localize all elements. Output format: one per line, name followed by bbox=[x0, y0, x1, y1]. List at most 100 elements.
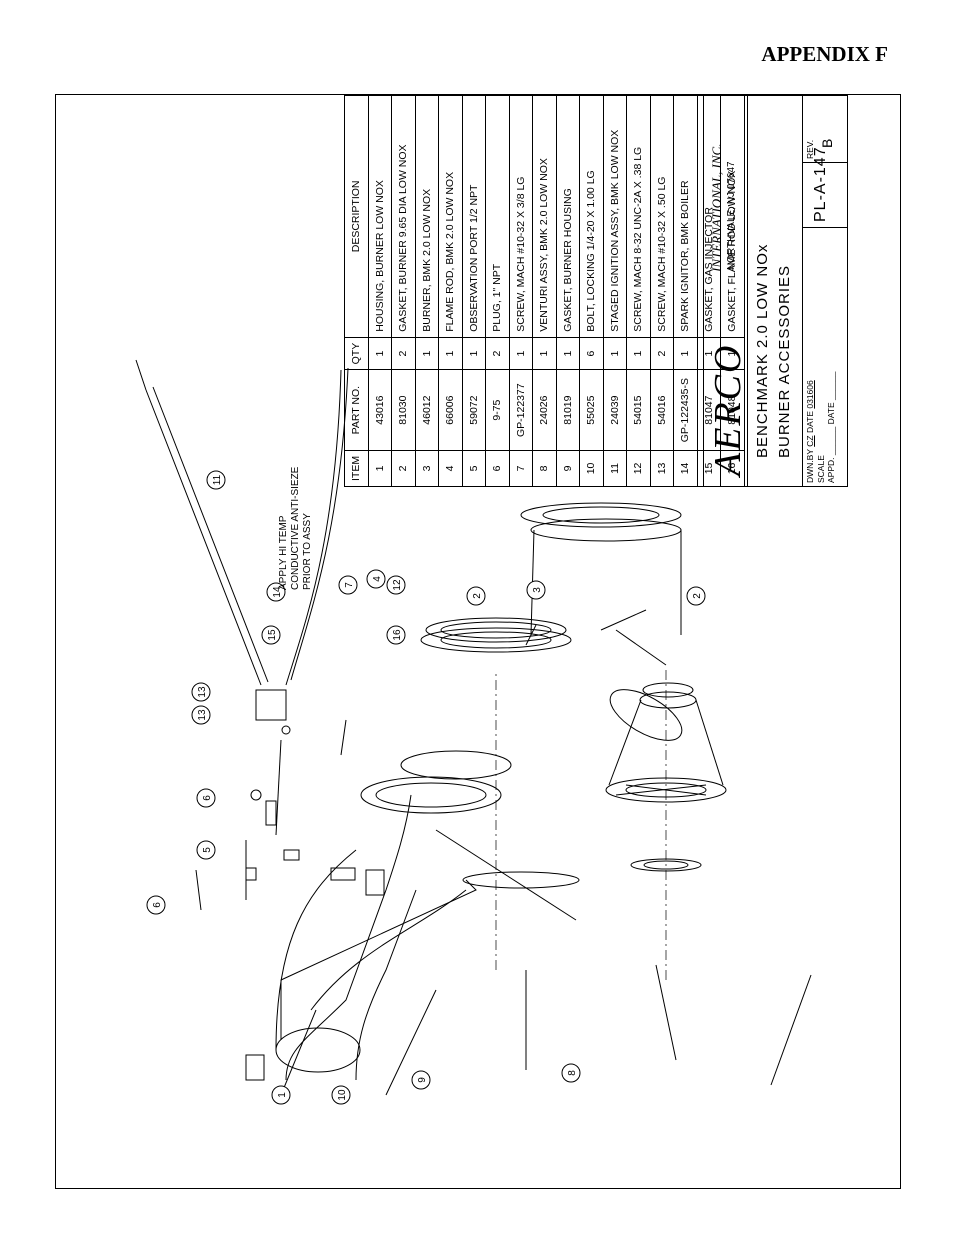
callout-6a: 6 bbox=[196, 788, 216, 808]
item-cell: 4 bbox=[438, 450, 462, 487]
svg-text:16: 16 bbox=[392, 629, 403, 641]
svg-text:CONDUCTIVE ANTI-SIEZE: CONDUCTIVE ANTI-SIEZE bbox=[290, 466, 301, 590]
item-cell: 3 bbox=[415, 450, 439, 487]
item-cell: 13 bbox=[650, 450, 674, 487]
callout-14: 14 bbox=[266, 582, 286, 602]
appendix-label: APPENDIX F bbox=[761, 42, 888, 66]
col-qty-header: QTY bbox=[344, 337, 368, 370]
svg-text:PRIOR TO ASSY: PRIOR TO ASSY bbox=[302, 513, 313, 590]
item-cell: 8 bbox=[532, 450, 556, 487]
callout-5: 5 bbox=[196, 840, 216, 860]
callout-1: 1 bbox=[271, 1085, 291, 1105]
svg-text:13: 13 bbox=[197, 709, 208, 721]
callout-16: 16 bbox=[386, 625, 406, 645]
title-block: AERCO INTERNATIONAL, INC. NORTHVALE, NJ … bbox=[703, 95, 848, 487]
qty-cell: 2 bbox=[485, 337, 509, 370]
description-cell: SPARK IGNITOR, BMK BOILER bbox=[673, 95, 697, 338]
drawn-by-value: CZ bbox=[805, 435, 815, 447]
qty-cell: 1 bbox=[509, 337, 533, 370]
callout-13b: 13 bbox=[191, 705, 211, 725]
rotated-drawing-sheet: 1 2 2 3 4 5 6 6 7 8 9 10 11 12 13 13 14 … bbox=[56, 95, 902, 1190]
qty-cell: 2 bbox=[391, 337, 415, 370]
description-cell: STAGED IGNITION ASSY, BMK LOW NOX bbox=[603, 95, 627, 338]
svg-text:5: 5 bbox=[202, 847, 213, 853]
svg-text:11: 11 bbox=[212, 474, 223, 485]
description-cell: GASKET, BURNER HOUSING bbox=[556, 95, 580, 338]
divider bbox=[802, 227, 847, 228]
col-part-no-header: PART NO. bbox=[344, 369, 368, 451]
part-no-cell: 54015 bbox=[626, 369, 650, 451]
callout-2a: 2 bbox=[466, 586, 486, 606]
svg-text:APPLY HI TEMP: APPLY HI TEMP bbox=[278, 515, 289, 590]
qty-cell: 1 bbox=[626, 337, 650, 370]
qty-cell: 1 bbox=[556, 337, 580, 370]
appd-label: APPD. bbox=[826, 457, 836, 483]
qty-cell: 1 bbox=[532, 337, 556, 370]
parts-table-header: ITEM PART NO. QTY DESCRIPTION bbox=[344, 95, 368, 487]
svg-text:14: 14 bbox=[272, 586, 283, 598]
part-no-cell: 55025 bbox=[579, 369, 603, 451]
svg-text:7: 7 bbox=[344, 582, 355, 588]
part-no-cell: GP-122435-S bbox=[673, 369, 697, 451]
svg-text:2: 2 bbox=[692, 593, 703, 599]
svg-text:8: 8 bbox=[567, 1070, 578, 1076]
svg-text:6: 6 bbox=[202, 795, 213, 801]
part-no-cell: 59072 bbox=[462, 369, 486, 451]
callout-2b: 2 bbox=[686, 586, 706, 606]
callout-11: 11 bbox=[206, 470, 226, 490]
date-label: DATE bbox=[805, 411, 815, 434]
description-cell: SCREW, MACH #10-32 X .50 LG bbox=[650, 95, 674, 338]
part-no-cell: GP-122377 bbox=[509, 369, 533, 451]
company-block: AERCO INTERNATIONAL, INC. NORTHVALE, NJ … bbox=[706, 102, 749, 482]
qty-cell: 1 bbox=[415, 337, 439, 370]
scale-label: SCALE bbox=[815, 455, 826, 483]
date-label-2: DATE bbox=[826, 402, 836, 425]
part-no-cell: 81030 bbox=[391, 369, 415, 451]
rev-value: B bbox=[819, 138, 835, 148]
company-suffix: INTERNATIONAL, INC. bbox=[709, 143, 724, 272]
drawing-title-line2: BURNER ACCESSORIES bbox=[776, 264, 793, 458]
qty-cell: 2 bbox=[650, 337, 674, 370]
part-no-cell: 24026 bbox=[532, 369, 556, 451]
svg-text:2: 2 bbox=[472, 593, 483, 599]
part-no-cell: 43016 bbox=[368, 369, 392, 451]
part-no-cell: 24039 bbox=[603, 369, 627, 451]
description-cell: SCREW, MACH 8-32 UNC-2A X .38 LG bbox=[626, 95, 650, 338]
qty-cell: 1 bbox=[462, 337, 486, 370]
callout-9: 9 bbox=[411, 1070, 431, 1090]
svg-text:9: 9 bbox=[417, 1077, 428, 1083]
divider bbox=[802, 96, 803, 486]
col-description-header: DESCRIPTION bbox=[344, 95, 368, 338]
callout-8: 8 bbox=[561, 1063, 581, 1083]
callout-6b: 6 bbox=[146, 895, 166, 915]
qty-cell: 1 bbox=[603, 337, 627, 370]
exploded-assembly-drawing: 1 2 2 3 4 5 6 6 7 8 9 10 11 12 13 13 14 … bbox=[135, 359, 812, 1105]
qty-cell: 1 bbox=[673, 337, 697, 370]
item-cell: 11 bbox=[603, 450, 627, 487]
svg-text:12: 12 bbox=[392, 579, 403, 591]
drawn-by-block: DWN.BY CZ DATE 031606 SCALE APPD. ______… bbox=[805, 371, 836, 483]
part-no-cell: 66006 bbox=[438, 369, 462, 451]
divider bbox=[802, 162, 847, 163]
item-cell: 12 bbox=[626, 450, 650, 487]
item-cell: 9 bbox=[556, 450, 580, 487]
part-no-cell: 9-75 bbox=[485, 369, 509, 451]
description-cell: SCREW, MACH #10-32 X 3/8 LG bbox=[509, 95, 533, 338]
callout-7: 7 bbox=[338, 575, 358, 595]
callout-3: 3 bbox=[526, 580, 546, 600]
svg-text:10: 10 bbox=[337, 1089, 348, 1101]
description-cell: BURNER, BMK 2.0 LOW NOX bbox=[415, 95, 439, 338]
svg-text:13: 13 bbox=[197, 686, 208, 698]
drawing-frame: 1 2 2 3 4 5 6 6 7 8 9 10 11 12 13 13 14 … bbox=[55, 94, 901, 1189]
